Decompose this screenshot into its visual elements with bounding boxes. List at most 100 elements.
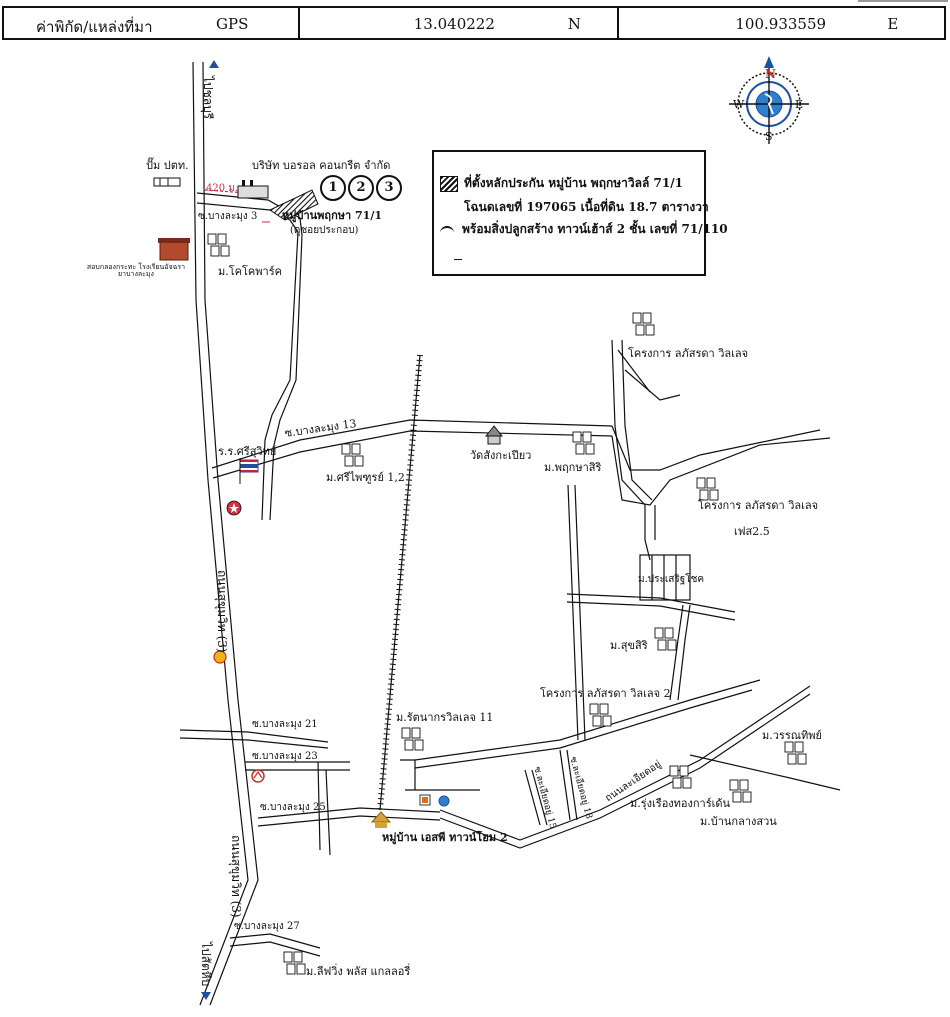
south-arrow-icon (201, 992, 211, 1000)
latitude-dir: N (567, 15, 581, 33)
compass-east: E (795, 98, 804, 111)
road-east-north-b (621, 339, 653, 501)
label-company: บริษัท บอรอล คอนกรีต จำกัด (252, 159, 391, 172)
header-lat-cell: 13.040222 N (300, 8, 620, 38)
road-east-vertical-a (574, 484, 586, 741)
legend-row-4 (440, 252, 462, 266)
label-village-pruksa: หมู่บ้านพฤกษา 71/1 (282, 209, 382, 222)
legend-text-3: พร้อมสิ่งปลูกสร้าง ทาวน์เฮ้าส์ 2 ชั้น เล… (462, 222, 728, 236)
caltex-station-icon (226, 500, 242, 516)
road-laiad-a (439, 685, 811, 841)
road-sukh-b (669, 604, 684, 701)
header-source-cell: ค่าพิกัด/แหล่งที่มา GPS (4, 8, 300, 38)
label-soi-3: ซ.บางละมุง 3 (198, 211, 258, 222)
home-icon (370, 811, 392, 828)
road-soi-18-a (559, 749, 571, 821)
road-east-vertical-b (567, 484, 579, 741)
header-lon-cell: 100.933559 E (619, 8, 944, 38)
latitude-value: 13.040222 (413, 15, 495, 33)
road-soi-18-b (566, 749, 578, 821)
road-sukh-a (677, 604, 691, 701)
road-east-north-a (611, 339, 646, 506)
label-to-sattahip: ไปสัตหีบ (199, 942, 213, 987)
railway (379, 354, 421, 811)
legend-text-1: ที่ตั้งหลักประกัน หมู่บ้าน พฤกษาวิลล์ 71… (464, 176, 683, 190)
label-lifestyle: ม.ลีฟวิ่ง พลัส แกลลอรี่ (306, 965, 411, 978)
label-soi-21: ซ.บางละมุง 21 (252, 719, 318, 730)
label-baan-klang: ม.บ้านกลางสวน (700, 815, 777, 828)
gas-station-icon (153, 177, 181, 187)
label-koko-park: ม.โคโคพาร์ค (218, 265, 282, 278)
label-lp-town: หมู่บ้าน เอสพี ทาวน์โฮม 2 (382, 831, 508, 844)
shell-station-icon (213, 650, 227, 664)
road-soi-15-a (524, 769, 541, 826)
label-village-pruksa-sub: (ดูซอยประกอบ) (290, 225, 359, 236)
road-lower-diagonal-a (414, 679, 761, 761)
road-soi-23-v-a (317, 761, 321, 851)
pt-station-icon (251, 769, 265, 783)
road-soi-27-a (229, 933, 321, 949)
label-project-village2: โครงการ ลภัสรดา วิลเลจ 2 (540, 687, 671, 700)
house-clusters-icon (207, 233, 807, 975)
coordinate-header: ค่าพิกัด/แหล่งที่มา GPS 13.040222 N 100.… (2, 6, 946, 40)
road-prasert-a (566, 593, 736, 613)
arc-swatch-icon (440, 225, 454, 234)
label-sukhumvit-1: ถนนสุขุมวิท (3) (215, 570, 229, 653)
label-soi-27: ซ.บางละมุง 27 (234, 921, 300, 932)
road-soi-13-a (211, 419, 613, 469)
label-pruksa-siri: ม.พฤกษาสิริ (544, 461, 602, 474)
top-edge-line (858, 0, 948, 2)
road-soi-23-v-b (325, 769, 331, 856)
road-east-loop-b (611, 425, 821, 471)
road-laiad-east-a (689, 754, 841, 791)
road-soi-21-a (179, 729, 329, 743)
road-village-spine-b (269, 234, 303, 521)
hatch-swatch-icon (440, 175, 458, 192)
coord-source: GPS (216, 15, 249, 33)
label-rung-ruang: ม.รุ่งเรืองทองการ์เด้น (630, 797, 731, 810)
bank-icon (438, 795, 450, 807)
temple-icon (484, 425, 504, 445)
flag-icon (239, 458, 259, 484)
road-rattanakorn (400, 759, 416, 790)
compass-west: W (733, 98, 745, 111)
label-to-chonburi: ไปชลบุรี (201, 76, 215, 120)
road-prasert-b (566, 601, 736, 621)
road-soi-25-a (257, 807, 441, 819)
highway-sukhumvit-right (202, 61, 259, 1006)
coord-label: ค่าพิกัด/แหล่งที่มา (36, 18, 153, 36)
north-arrow-icon (209, 60, 219, 68)
label-gas-station: ปั๊ม ปตท. (146, 159, 189, 172)
label-soi-25: ซ.บางละมุง 25 (260, 802, 326, 813)
road-lower-diagonal-b (414, 689, 753, 769)
label-rattanakorn: ม.รัตนากรวิลเลจ 11 (396, 711, 494, 724)
label-wat: วัดสังกะเปียว (470, 449, 532, 462)
label-distance: 420 ม. (206, 183, 239, 194)
road-laiad-b (439, 693, 811, 849)
road-soi-25-b (257, 815, 441, 827)
school-building-icon (158, 238, 190, 261)
longitude-value: 100.933559 (735, 15, 827, 33)
legend-row-3: พร้อมสิ่งปลูกสร้าง ทาวน์เฮ้าส์ 2 ชั้น เล… (440, 220, 728, 239)
railway-ties (377, 354, 423, 811)
dash-swatch-icon (454, 259, 462, 260)
label-school: สอบกลองกระทะ โรงเรียนอัจฉรายาบางละมุง (86, 263, 186, 278)
label-prasert-chok: ม.ประเสริฐโชค (638, 574, 705, 585)
compass-north: N (765, 67, 776, 81)
label-project-lapatsorada: โครงการ ลภัสรดา วิลเลจ (628, 347, 749, 360)
road-east-loop (611, 435, 831, 506)
legend-text-2: โฉนดเลขที่ 197065 เนื้อที่ดิน 18.7 ตาราง… (464, 200, 709, 214)
road-east-south-a (644, 505, 651, 561)
longitude-dir: E (887, 15, 899, 33)
label-wannathip: ม.วรรณทิพย์ (762, 729, 822, 742)
marker-1: 1 (320, 175, 346, 201)
compass-rose-icon (729, 56, 809, 144)
marker-3: 3 (376, 175, 402, 201)
label-sri-phaitoon: ม.ศรีไพฑูรย์ 1,2 (326, 471, 405, 484)
road-village-spine-a (261, 231, 299, 521)
label-soi-23: ซ.บางละมุง 23 (252, 751, 318, 762)
legend-row-1: ที่ตั้งหลักประกัน หมู่บ้าน พฤกษาวิลล์ 71… (440, 174, 683, 193)
road-east-branch2 (617, 349, 651, 393)
highway-sukhumvit-left (192, 61, 249, 1006)
label-project-phase: โครงการ ลภัสรดา วิลเลจ (698, 499, 819, 512)
